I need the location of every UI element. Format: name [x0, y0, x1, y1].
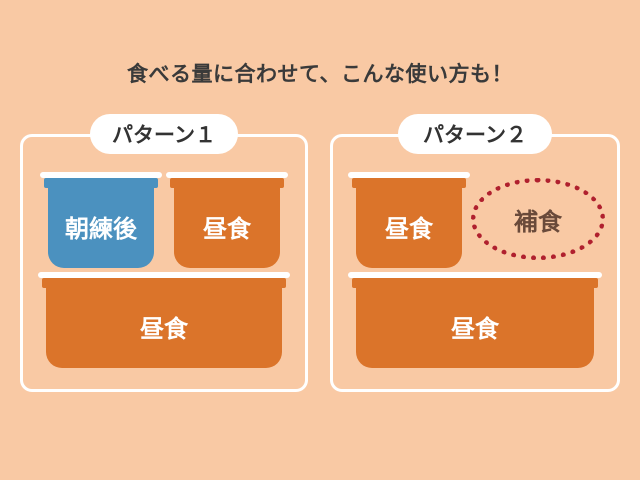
container-body: 昼食 — [356, 184, 462, 268]
rim — [42, 278, 286, 288]
container-label: 朝練後 — [65, 214, 137, 243]
lid — [166, 172, 288, 178]
pattern1-title: パターン１ — [90, 114, 238, 154]
container-body: 昼食 — [174, 184, 280, 268]
rim — [352, 178, 466, 188]
headline: 食べる量に合わせて、こんな使い方も！ — [127, 62, 513, 86]
pattern1-large-container: 昼食 — [38, 272, 290, 368]
pattern1-small-left-container: 朝練後 — [40, 172, 162, 268]
container-label: 昼食 — [203, 214, 251, 243]
supplement-dotted-outline: 補食 — [471, 178, 605, 260]
lid — [348, 172, 470, 178]
container-label: 昼食 — [451, 314, 499, 343]
container-label: 昼食 — [385, 214, 433, 243]
pattern2-title: パターン２ — [398, 114, 552, 154]
lid — [38, 272, 290, 278]
supplement-label: 補食 — [514, 207, 562, 236]
container-body: 昼食 — [46, 284, 282, 368]
rim — [170, 178, 284, 188]
container-body: 朝練後 — [48, 184, 154, 268]
pattern1-small-right-container: 昼食 — [166, 172, 288, 268]
rim — [352, 278, 598, 288]
pattern2-small-container: 昼食 — [348, 172, 470, 268]
pattern2-large-container: 昼食 — [348, 272, 602, 368]
container-body: 昼食 — [356, 284, 594, 368]
lid — [348, 272, 602, 278]
container-label: 昼食 — [140, 314, 188, 343]
lid — [40, 172, 162, 178]
rim — [44, 178, 158, 188]
